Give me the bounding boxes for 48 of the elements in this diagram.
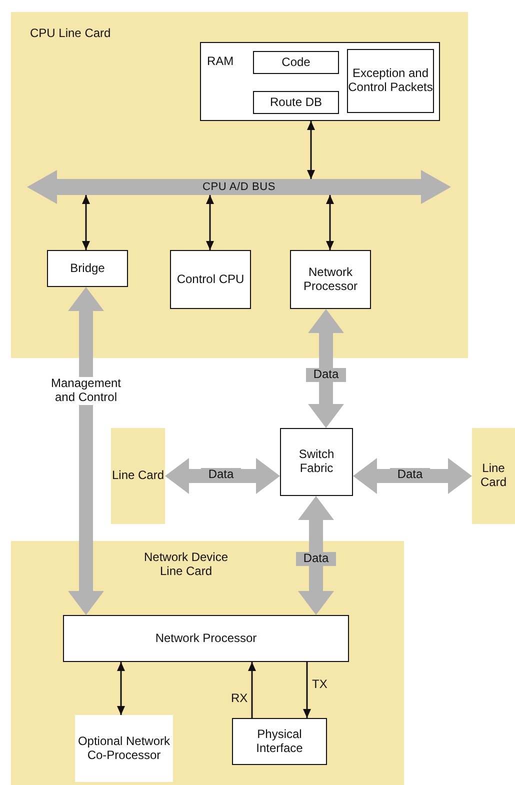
data-path-arrow — [68, 287, 104, 615]
arrow — [248, 662, 256, 718]
panel-title: CPU Line Card — [30, 27, 111, 41]
node-label: RAM — [207, 55, 234, 69]
edge-label: Data — [306, 368, 346, 382]
component-box — [280, 428, 353, 496]
component-box — [232, 718, 327, 765]
component-box — [170, 250, 251, 309]
node-label: Optional Network Co-Processor — [76, 734, 172, 762]
arrow — [82, 195, 90, 250]
node-label: Route DB — [270, 96, 322, 110]
data-path-arrow — [165, 458, 280, 494]
component-box — [200, 42, 440, 121]
component-box — [253, 51, 339, 74]
component-box — [290, 250, 371, 309]
component-box — [347, 49, 434, 113]
bus-arrow — [27, 170, 451, 204]
line-card-box — [472, 428, 515, 524]
node-label: Bridge — [70, 262, 105, 276]
arrow — [303, 662, 311, 718]
node-label: Control CPU — [176, 272, 244, 286]
data-path-arrow — [308, 309, 344, 428]
component-box — [75, 715, 173, 782]
node-label: Code — [282, 56, 310, 70]
node-label: Exception and Control Packets — [348, 67, 433, 95]
node-label: Switch Fabric — [298, 448, 336, 476]
node-label: Physical Interface — [255, 728, 304, 756]
arrow — [117, 662, 125, 715]
data-path-arrow — [298, 496, 334, 615]
component-box — [253, 91, 339, 114]
edge-label: Data — [296, 552, 336, 566]
component-box — [63, 615, 349, 662]
arrow — [307, 121, 315, 179]
line-card-panel — [11, 541, 404, 785]
node-label: Network Processor — [155, 632, 257, 646]
line-card-panel — [11, 12, 468, 358]
edge-label: RX — [231, 692, 248, 706]
arrow — [206, 195, 214, 250]
edge-label: TX — [312, 678, 328, 692]
node-label: Network Processor — [302, 266, 359, 294]
arrow — [326, 195, 334, 250]
component-box — [47, 250, 128, 287]
node-label: Line Card — [112, 469, 164, 483]
data-path-arrow — [353, 458, 472, 494]
node-label: Line Card — [479, 462, 508, 490]
line-card-box — [111, 428, 165, 524]
panel-title: Network Device Line Card — [142, 551, 230, 579]
node-label: CPU A/D BUS — [202, 180, 276, 194]
